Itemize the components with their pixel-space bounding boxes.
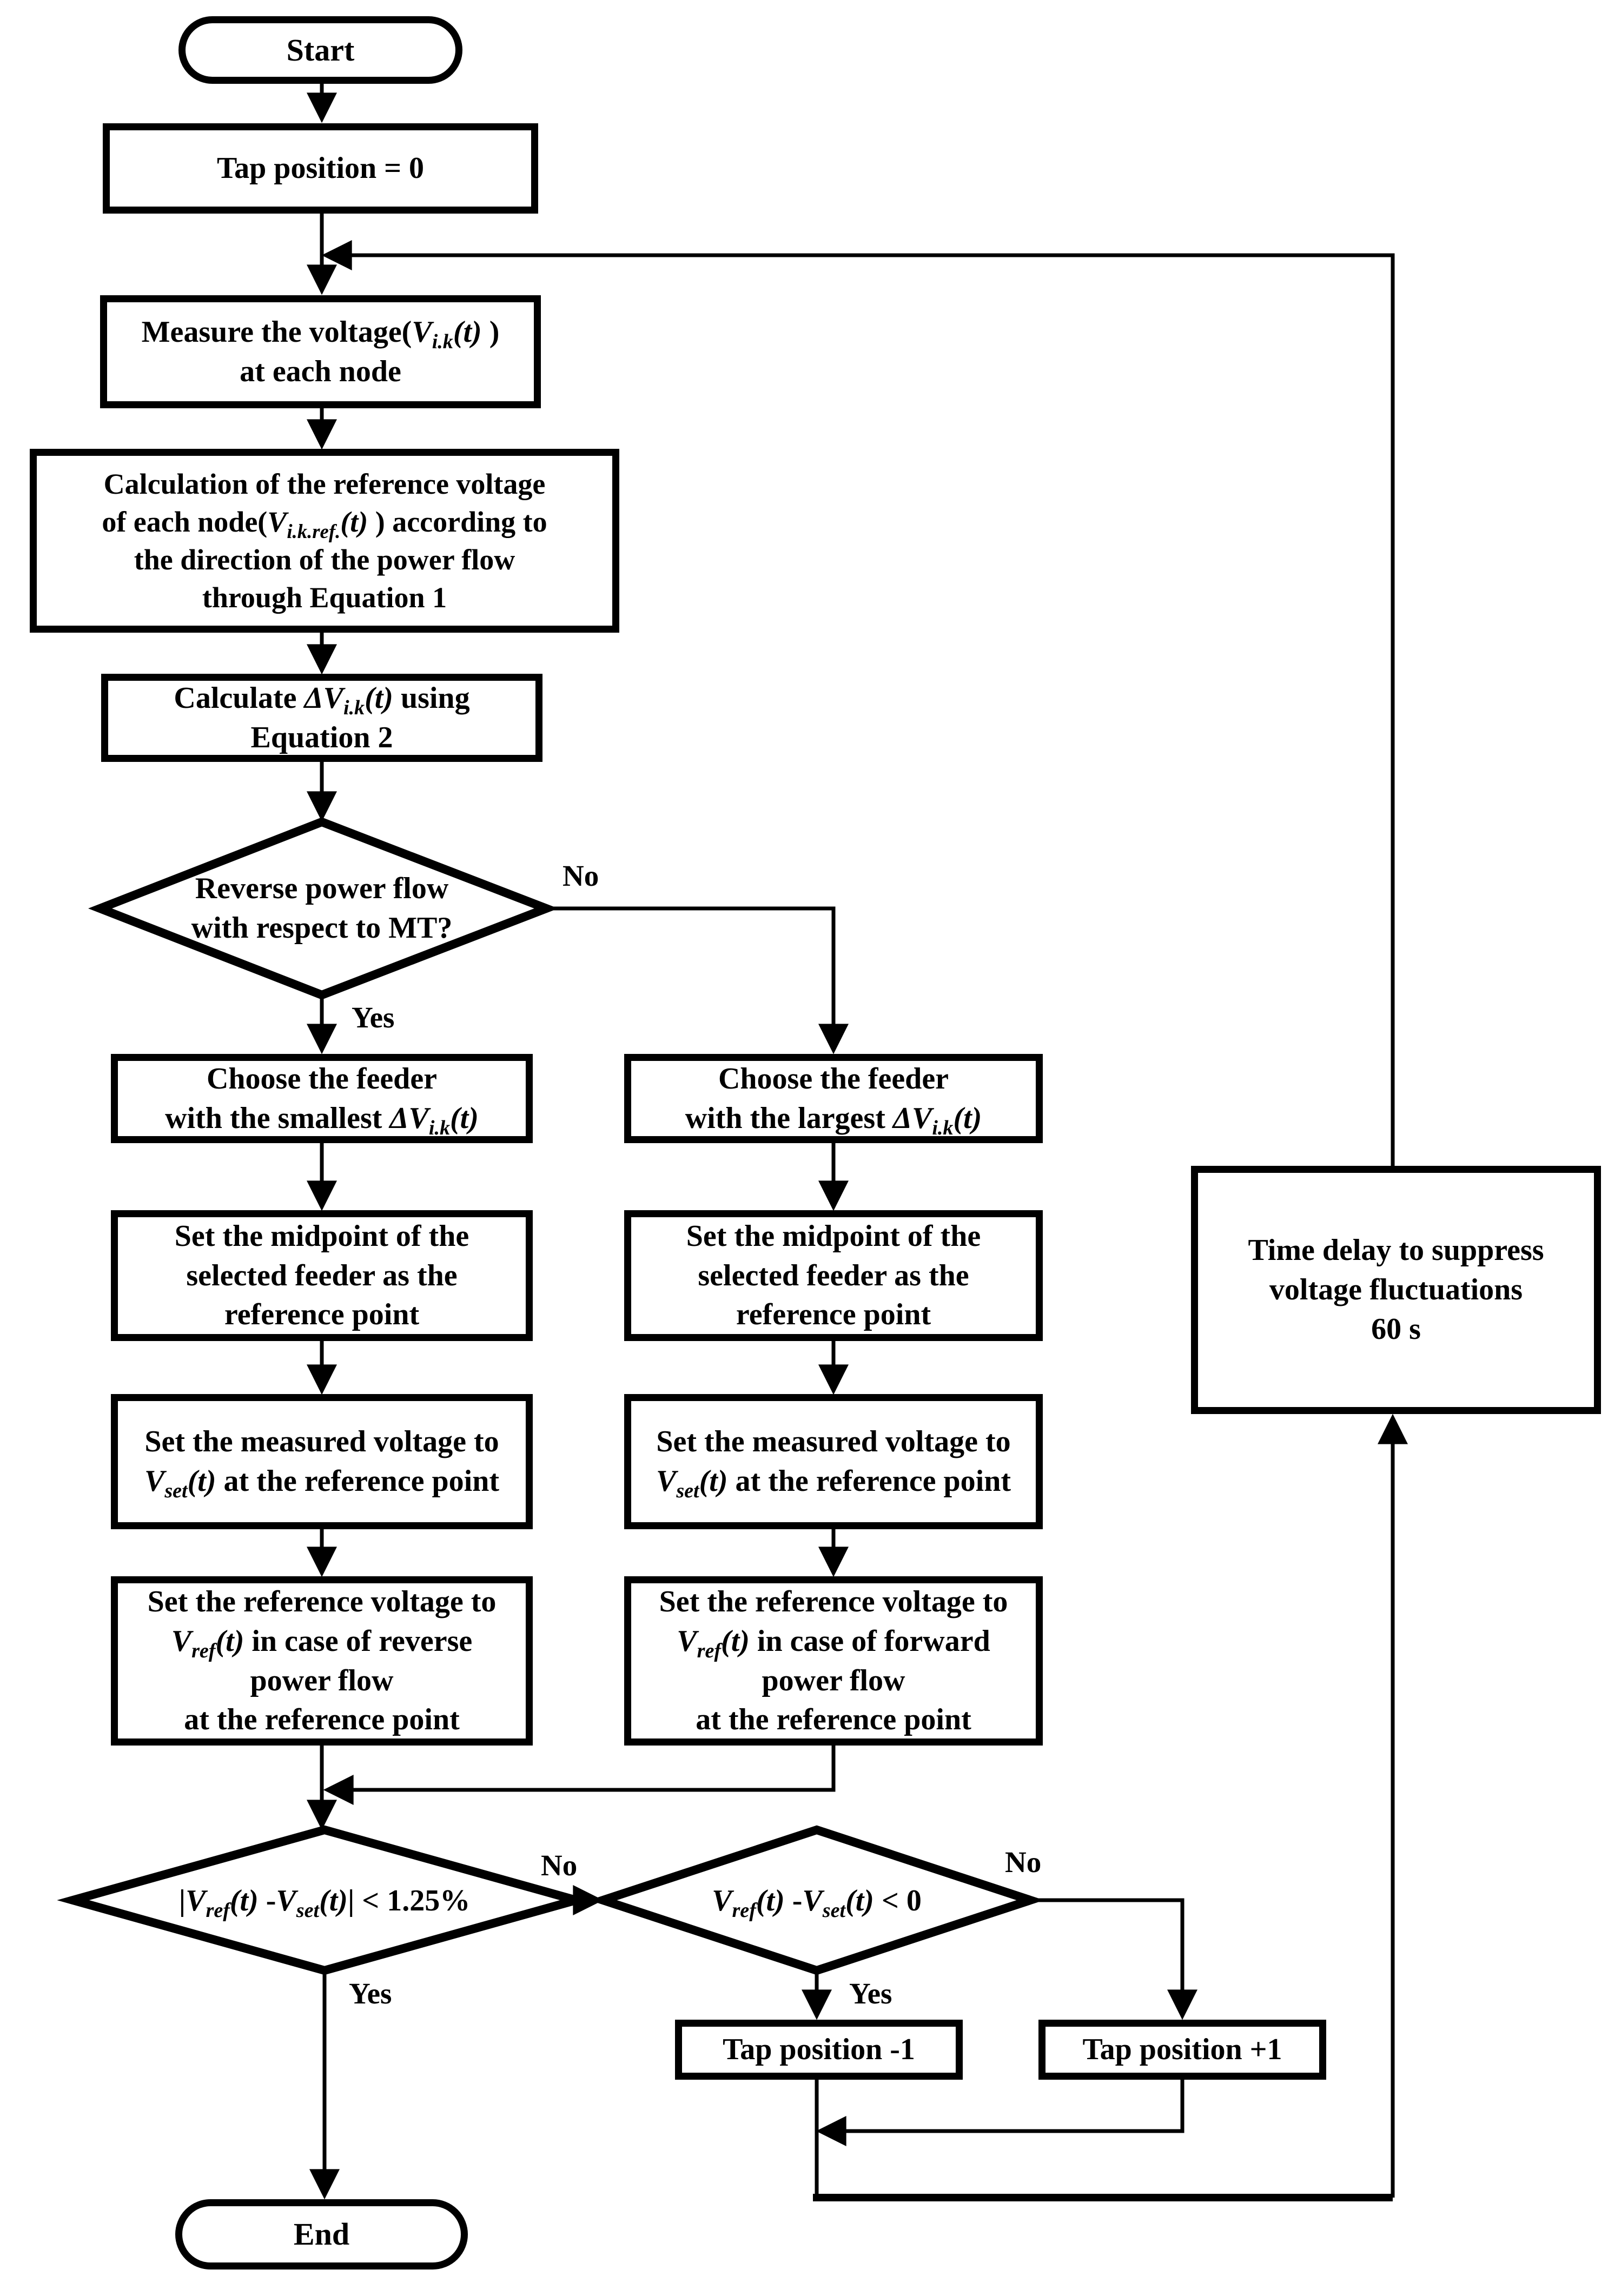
edge-label-band-yes: Yes	[349, 1977, 392, 2010]
edge-label-sign-yes: Yes	[849, 1977, 892, 2010]
start-node: Start	[178, 16, 462, 84]
measure-voltage-node: Measure the voltage(Vi.k(t) )at each nod…	[100, 295, 541, 408]
edge-reverse-no	[546, 906, 849, 1054]
edge-reference-right-merge	[323, 1746, 836, 1805]
decision-sign-lines: Vref(t) -Vset(t) < 0	[712, 1883, 922, 1922]
tap-position-minus-node: Tap position -1	[675, 2020, 963, 2080]
tap-position-plus-node: Tap position +1	[1038, 2020, 1326, 2080]
decision-band-lines: |Vref(t) -Vset(t)| < 1.25%	[178, 1883, 471, 1922]
end-node: End	[175, 2199, 468, 2270]
edge-label-band-no: No	[541, 1849, 578, 1882]
edge-feedback-loop	[321, 240, 1395, 1166]
edge-label-sign-no: No	[1005, 1846, 1042, 1879]
edge-label-reverse-yes: Yes	[352, 1001, 395, 1034]
edge-label-reverse-no: No	[563, 859, 599, 892]
decision-band-text: |Vref(t) -Vset(t)| < 1.25%	[97, 1855, 552, 1947]
tap-position-zero-node: Tap position = 0	[103, 123, 538, 214]
edge-sign-no	[1030, 1898, 1197, 2020]
edge-tapplus-merge	[816, 2080, 1185, 2146]
decision-sign-text: Vref(t) -Vset(t) < 0	[622, 1855, 1011, 1947]
measure-voltage-text: Measure the voltage(Vi.k(t) )at each nod…	[141, 315, 500, 388]
